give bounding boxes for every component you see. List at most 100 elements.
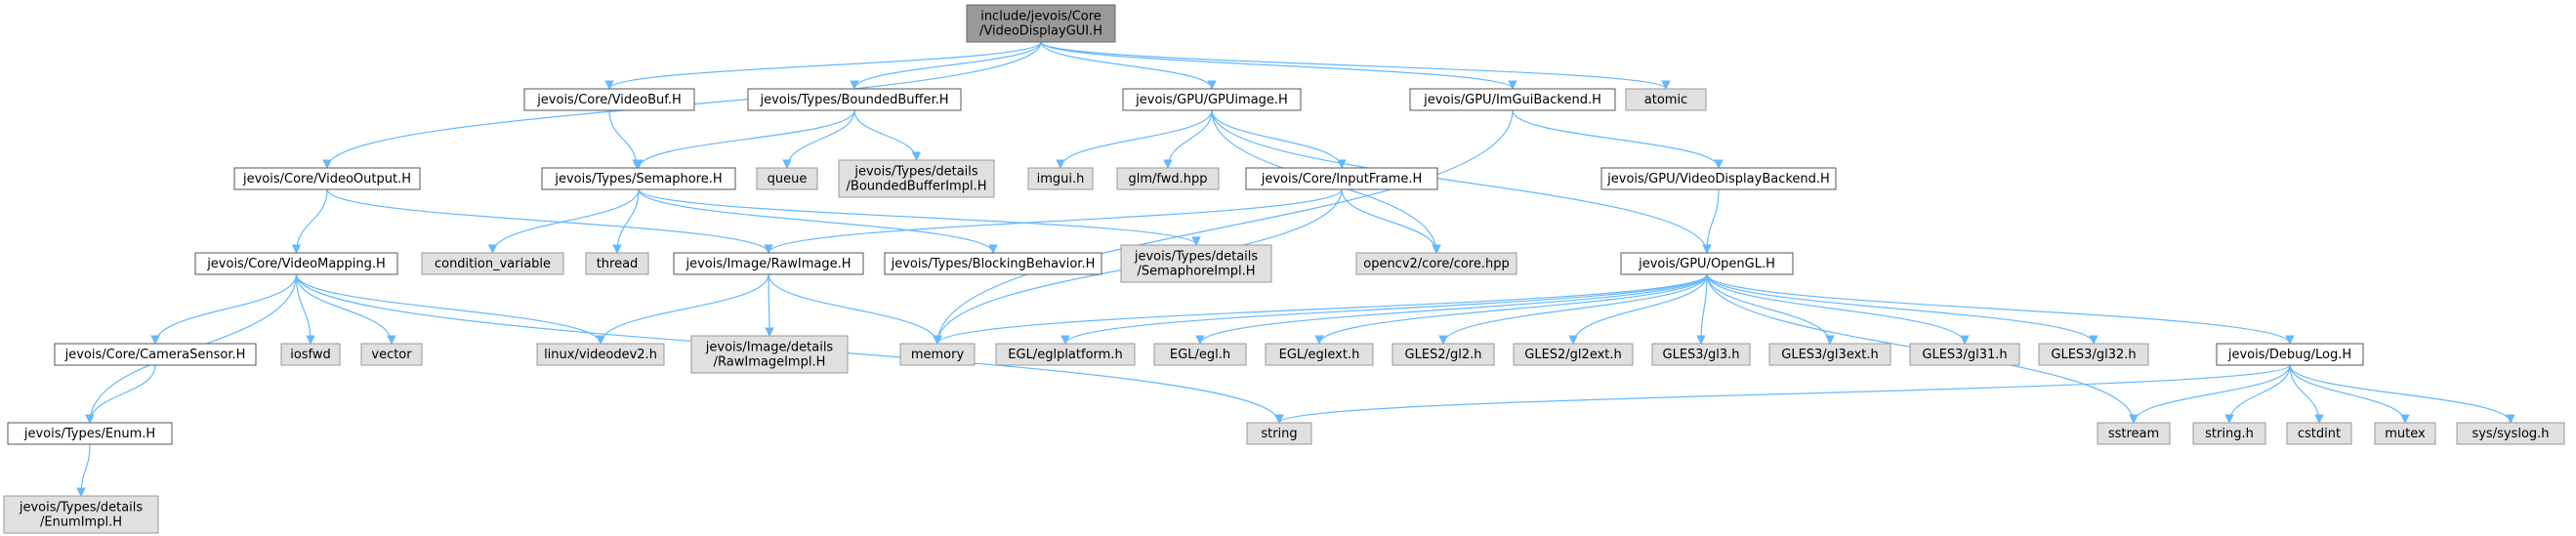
node-eglplatform: EGL/eglplatform.h [995, 343, 1136, 366]
edge-videomapping-to-vector [295, 273, 396, 345]
node-box-log [2216, 343, 2364, 366]
edge-gpuimage-to-inputframe [1211, 109, 1347, 169]
node-label-gpuimage: jevois/GPU/GPUimage.H [1135, 93, 1288, 107]
node-label-gles2: GLES2/gl2.h [1405, 348, 1482, 362]
node-label-log: jevois/Debug/Log.H [2227, 348, 2351, 362]
node-box-vector [360, 343, 423, 366]
edge-opengl-to-gles2 [1438, 273, 1708, 345]
node-box-rawimageimpl [690, 335, 849, 374]
node-label-gl3ext: GLES3/gl3ext.h [1781, 348, 1879, 362]
node-gl31: GLES3/gl31.h [1909, 343, 2020, 366]
node-label-stringh: string.h [2205, 427, 2254, 441]
node-inputframe[interactable]: jevois/Core/InputFrame.H [1245, 167, 1438, 190]
node-label-gl31: GLES3/gl31.h [1922, 348, 2007, 362]
node-thread: thread [585, 252, 649, 275]
node-gl2ext: GLES2/gl2ext.h [1513, 343, 1634, 366]
node-string: string [1246, 422, 1312, 445]
edge-videomapping-to-videodev2 [295, 273, 605, 345]
node-semaphore[interactable]: jevois/Types/Semaphore.H [541, 167, 736, 190]
node-egl: EGL/egl.h [1153, 343, 1247, 366]
node-box-enum [7, 422, 173, 445]
node-label-queue: queue [768, 172, 808, 186]
edge-videodisplaybackend-to-opengl [1702, 188, 1720, 254]
node-blockingbehavior[interactable]: jevois/Types/BlockingBehavior.H [884, 252, 1102, 275]
edge-log-to-sstream [2129, 364, 2291, 424]
edge-log-to-syslog [2289, 364, 2515, 424]
node-vector: vector [360, 343, 423, 366]
node-box-eglplatform [995, 343, 1136, 366]
edge-boundedbuffer-to-semaphore [634, 109, 855, 169]
node-label-boundedbufferimpl-line2: /BoundedBufferImpl.H [847, 180, 987, 194]
node-boundedbufferimpl: jevois/Types/details/BoundedBufferImpl.H [838, 159, 995, 198]
edge-camerasensor-to-enum [85, 364, 156, 424]
node-rawimage[interactable]: jevois/Image/RawImage.H [673, 252, 864, 275]
node-label-videodev2: linux/videodev2.h [544, 348, 657, 362]
node-box-cstdint [2286, 422, 2352, 445]
node-enum[interactable]: jevois/Types/Enum.H [7, 422, 173, 445]
edge-opengl-to-gl32 [1706, 273, 2098, 345]
node-box-root [966, 4, 1116, 43]
node-condvar: condition_variable [421, 252, 564, 275]
edge-imguibackend-to-videodisplaybackend [1512, 109, 1724, 169]
node-label-glmfwd: glm/fwd.hpp [1128, 172, 1207, 186]
node-box-opencvcore [1355, 252, 1517, 275]
node-label-condvar: condition_variable [435, 257, 551, 271]
node-box-sstream [2097, 422, 2171, 445]
node-box-condvar [421, 252, 564, 275]
node-box-imgui [1027, 167, 1094, 190]
node-videomapping[interactable]: jevois/Core/VideoMapping.H [194, 252, 398, 275]
node-box-boundedbuffer [747, 88, 962, 111]
node-box-imguibackend [1409, 88, 1616, 111]
node-log[interactable]: jevois/Debug/Log.H [2216, 343, 2364, 366]
node-box-mutex [2374, 422, 2436, 445]
node-label-memory: memory [911, 348, 965, 362]
node-mutex: mutex [2374, 422, 2436, 445]
node-label-enumimpl-line1: jevois/Types/details [19, 501, 144, 515]
edge-log-to-string [1274, 364, 2291, 424]
node-gl3: GLES3/gl3.h [1651, 343, 1751, 366]
node-label-imguibackend: jevois/GPU/ImGuiBackend.H [1423, 93, 1601, 107]
node-label-gl32: GLES3/gl32.h [2051, 348, 2136, 362]
node-videodisplaybackend[interactable]: jevois/GPU/VideoDisplayBackend.H [1600, 167, 1837, 190]
node-videooutput[interactable]: jevois/Core/VideoOutput.H [233, 167, 421, 190]
node-boundedbuffer[interactable]: jevois/Types/BoundedBuffer.H [747, 88, 962, 111]
node-label-atomic: atomic [1644, 93, 1687, 107]
header-nodes: include/jevois/Core/VideoDisplayGUI.H jev… [3, 4, 2565, 534]
node-imguibackend[interactable]: jevois/GPU/ImGuiBackend.H [1409, 88, 1616, 111]
node-label-iosfwd: iosfwd [290, 348, 331, 362]
edge-opengl-to-eglext [1314, 273, 1708, 345]
node-label-rawimageimpl-line1: jevois/Image/details [705, 341, 834, 355]
node-label-opengl: jevois/GPU/OpenGL.H [1638, 257, 1775, 271]
node-box-camerasensor [54, 343, 257, 366]
node-label-videobuf: jevois/Core/VideoBuf.H [536, 93, 682, 107]
node-label-egl: EGL/egl.h [1170, 348, 1230, 362]
edge-inputframe-to-opencvcore [1341, 188, 1441, 254]
edge-root-to-boundedbuffer [850, 41, 1042, 90]
node-box-gl32 [2038, 343, 2149, 366]
node-label-camerasensor: jevois/Core/CameraSensor.H [64, 348, 246, 362]
node-box-videodev2 [536, 343, 665, 366]
node-videodev2: linux/videodev2.h [536, 343, 665, 366]
node-label-mutex: mutex [2385, 427, 2426, 441]
node-gpuimage[interactable]: jevois/GPU/GPUimage.H [1122, 88, 1302, 111]
node-eglext: EGL/eglext.h [1265, 343, 1374, 366]
node-label-vector: vector [371, 348, 412, 362]
edge-gpuimage-to-opengl [1211, 109, 1712, 254]
node-label-videooutput: jevois/Core/VideoOutput.H [242, 172, 411, 186]
node-label-blockingbehavior: jevois/Types/BlockingBehavior.H [891, 257, 1096, 271]
node-label-semaphore: jevois/Types/Semaphore.H [554, 172, 722, 186]
node-root[interactable]: include/jevois/Core/VideoDisplayGUI.H [966, 4, 1116, 43]
node-box-gl31 [1909, 343, 2020, 366]
edge-enum-to-enumimpl [76, 443, 91, 497]
node-opengl[interactable]: jevois/GPU/OpenGL.H [1620, 252, 1794, 275]
node-videobuf[interactable]: jevois/Core/VideoBuf.H [523, 88, 695, 111]
node-label-inputframe: jevois/Core/InputFrame.H [1261, 172, 1423, 186]
node-camerasensor[interactable]: jevois/Core/CameraSensor.H [54, 343, 257, 366]
edge-opengl-to-gl31 [1706, 273, 1970, 345]
node-iosfwd: iosfwd [280, 343, 341, 366]
node-box-opengl [1620, 252, 1794, 275]
edge-log-to-mutex [2289, 364, 2410, 424]
node-imgui: imgui.h [1027, 167, 1094, 190]
node-label-opencvcore: opencv2/core/core.hpp [1363, 257, 1510, 271]
edge-videooutput-to-videomapping [291, 188, 328, 254]
